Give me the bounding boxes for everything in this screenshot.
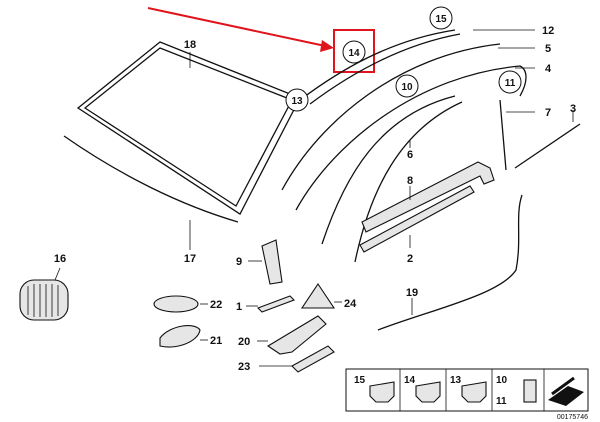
callout-15: 15 <box>429 6 453 30</box>
roof-trim-part-12 <box>299 29 456 101</box>
label-2: 2 <box>407 253 413 265</box>
reference-number: 00175746 <box>557 414 588 421</box>
clip-14-icon <box>415 381 441 403</box>
label-12: 12 <box>542 25 554 37</box>
label-4: 4 <box>545 63 552 75</box>
seal-strip-part-3 <box>514 123 581 169</box>
cover-part-21 <box>159 325 201 348</box>
door-frame-trim-part-6 <box>354 101 463 263</box>
label-5: 5 <box>545 43 551 55</box>
trim-strip-part-1 <box>257 295 295 313</box>
side-indicator-part-22 <box>153 295 199 313</box>
windshield-strip-part-17 <box>63 135 239 223</box>
callout-14: 14 <box>342 40 366 64</box>
svg-text:15: 15 <box>435 14 447 25</box>
label-1: 1 <box>236 301 242 313</box>
label-24: 24 <box>344 298 357 310</box>
badge-part-23 <box>291 345 335 373</box>
leader-lines <box>54 29 574 367</box>
bracket-part-20 <box>266 315 327 355</box>
label-8: 8 <box>407 175 413 187</box>
label-17: 17 <box>184 253 196 265</box>
label-23: 23 <box>238 361 250 373</box>
legend-label-14: 14 <box>404 375 416 386</box>
roof-rail-part-5 <box>281 43 501 191</box>
roof-rail-inner-part-4 <box>295 65 527 211</box>
label-21: 21 <box>210 335 222 347</box>
window-channel-part-8 <box>361 161 495 233</box>
legend-label-15: 15 <box>354 375 366 386</box>
warning-sticker-part-24 <box>300 283 336 309</box>
svg-text:10: 10 <box>401 82 413 93</box>
windshield-part-18 <box>76 41 301 215</box>
clip-15-icon <box>369 381 395 403</box>
label-22: 22 <box>210 299 222 311</box>
door-seal-part-19 <box>377 194 523 331</box>
clip-legend: 15 14 13 10 11 <box>345 368 589 412</box>
label-9: 9 <box>236 256 242 268</box>
callout-10: 10 <box>395 74 419 98</box>
label-6: 6 <box>407 149 413 161</box>
label-7: 7 <box>545 107 551 119</box>
highlight-arrow <box>147 7 334 52</box>
callout-13: 13 <box>285 88 309 112</box>
svg-text:14: 14 <box>348 48 360 59</box>
svg-text:11: 11 <box>505 78 516 89</box>
kidney-grille-part-16 <box>19 279 69 321</box>
clip-10-11-icon <box>523 379 537 403</box>
label-3: 3 <box>570 103 576 115</box>
window-channel-part-2 <box>359 185 475 253</box>
mirror-trim-part-9 <box>261 239 283 285</box>
svg-text:13: 13 <box>291 96 303 107</box>
clip-13-icon <box>461 381 487 403</box>
strip-arrow-icon <box>548 386 584 406</box>
callout-11: 11 <box>498 70 522 94</box>
legend-label-13: 13 <box>450 375 462 386</box>
legend-label-11: 11 <box>496 396 507 407</box>
b-pillar-trim-part-7 <box>499 99 507 171</box>
a-pillar-trim-part-10 <box>321 95 456 245</box>
legend-label-10: 10 <box>496 375 508 386</box>
label-19: 19 <box>406 287 418 299</box>
label-16: 16 <box>54 253 66 265</box>
label-20: 20 <box>238 336 250 348</box>
roof-trim-inner-part-14 <box>309 33 461 105</box>
label-18: 18 <box>184 39 196 51</box>
highlight-box <box>333 29 375 73</box>
